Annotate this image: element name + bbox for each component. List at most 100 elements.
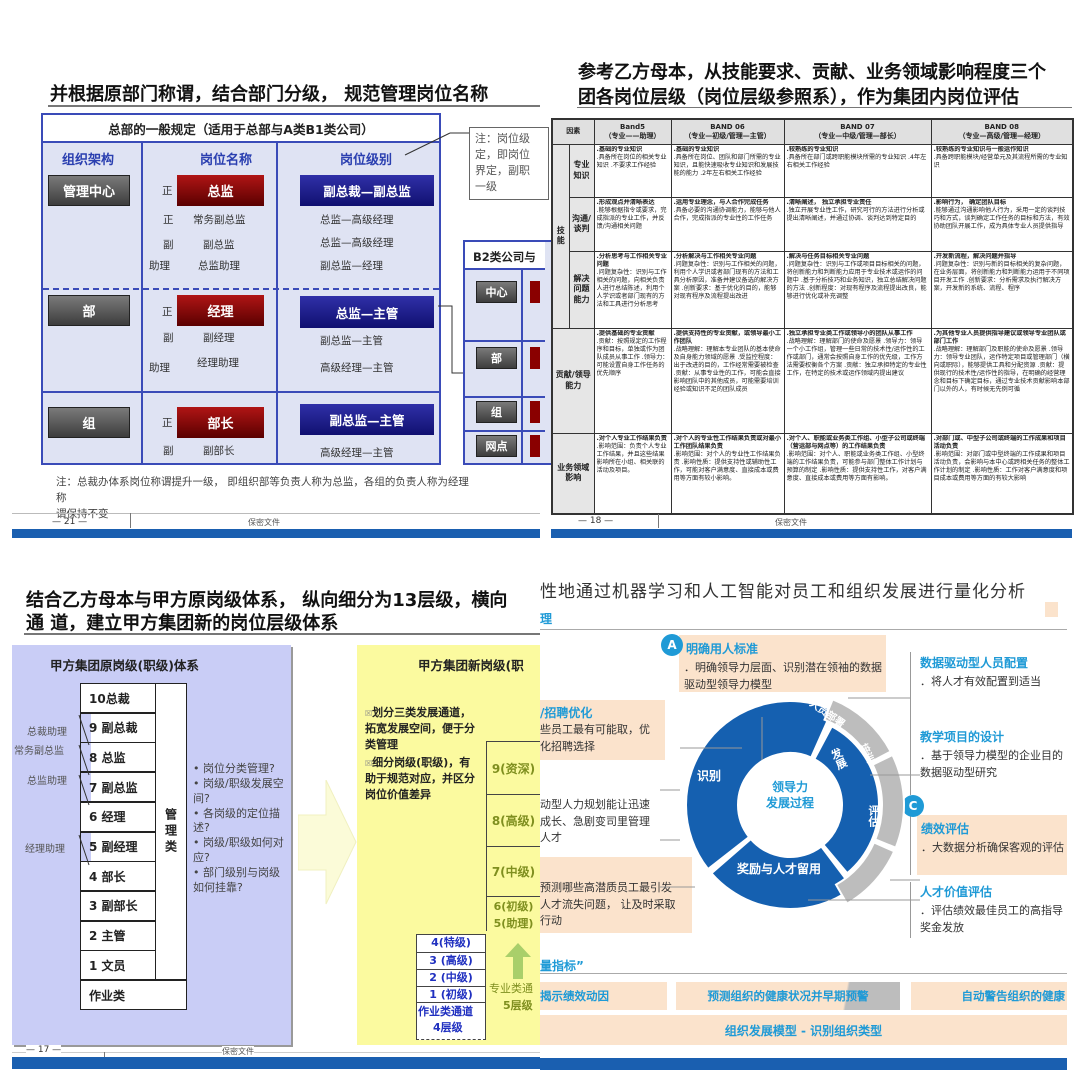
transition-arrow	[298, 780, 357, 905]
b2-org-box: 网点	[476, 435, 517, 457]
old-level-row: 5 副经理	[80, 831, 156, 862]
bracket-line	[910, 815, 911, 875]
point-text: 细分岗级(职级)，有助于规范对应，并区分岗位价值差异	[365, 755, 475, 801]
sub-position: 经理助理	[197, 357, 239, 369]
factor-label: 专业知识	[568, 143, 595, 198]
operations-category: 作业类	[80, 980, 187, 1010]
cell-lead: .提供支持性的专业贡献，或领导最小工作团队	[673, 329, 782, 345]
question-text: 各岗级的定位描述?	[193, 806, 280, 835]
band-cell: .对个人的专业性工作结果负责或对最小工作团队结果负责.影响范围：对个人的专业性工…	[670, 432, 785, 515]
up-arrow-icon	[505, 943, 531, 979]
metrics-label: 量指标”	[540, 959, 584, 973]
divider	[43, 391, 439, 393]
cell-lead: .基础的专业知识	[596, 145, 643, 153]
band-cell: .提供支持性的专业贡献，或领导最小工作团队.战略理解：理解本专业团队的基本使命及…	[670, 327, 785, 434]
checkbox-icon: ☒	[365, 758, 373, 768]
bracket-line	[910, 720, 911, 795]
bracket-line	[910, 652, 911, 740]
cell-body: .问题复杂性：识别与工作或项目目标相关的问题，将创新能力和判断能力应用于专业技术…	[786, 260, 927, 300]
old-level-row: 8 总监	[80, 742, 156, 773]
band-sub: （专业——助理）	[604, 131, 661, 140]
question-text: 部门级别与岗级如何挂靠?	[193, 865, 280, 894]
page-number: — 17 —	[26, 1045, 62, 1055]
footer-bar	[551, 529, 1072, 538]
factor-header: 因素	[551, 118, 595, 145]
band-name: BAND 07	[840, 122, 875, 131]
sub-level: 副总监—主管	[320, 335, 383, 347]
org-model-box: 组织发展模型 - 识别组织类型	[540, 1015, 1067, 1045]
segment-identify-label: 识别	[697, 769, 722, 783]
badge-a: A	[661, 634, 683, 656]
point-item: ☒划分三类发展通道，拓宽发展空间，便于分类管理	[365, 705, 475, 753]
page-number: — 18 —	[578, 516, 614, 526]
card-right-1-text: ．将人才有效配置到适当	[920, 675, 1041, 688]
cell-lead: .为其他专业人员提供指导建议或领导专业团队或部门工作	[933, 329, 1066, 345]
sub-position: 副部长	[203, 445, 235, 457]
band-name: Band5	[620, 122, 645, 131]
band-cell: .对个人、职能或业务类工作组、小型子公司或终端（营运部与网点等）的工作结果负责.…	[783, 432, 932, 515]
footer-bar	[12, 1057, 540, 1069]
divider	[521, 270, 523, 465]
band-cell: .提供基础的专业贡献.贡献：按照规定的工作程序和目标，单独或作为团队成员从事工作…	[593, 327, 672, 434]
sub-level: 总监—高级经理	[320, 214, 394, 226]
divider	[43, 288, 439, 290]
cell-lead: .独立承担专业类工作或领导小的团队从事工作	[786, 329, 913, 337]
band-cell: .分析解决与工作相关专业问题.问题复杂性：识别与工作相关的问题，利用个人学识或者…	[670, 250, 785, 329]
org-box: 管理中心	[48, 175, 130, 206]
col-header-title: 岗位名称	[200, 153, 253, 168]
b2-position-box	[530, 281, 540, 303]
cell-body: .影响范围：对个人、职能或业务类工作组、小型终端的工作结果负责，可能参与部门整体…	[786, 450, 927, 482]
note-line: 一级	[475, 179, 497, 193]
prefix: 副	[163, 332, 174, 344]
segment-identify	[685, 700, 834, 871]
level-box: 副总监—主管	[300, 404, 434, 435]
b2-position-box	[530, 435, 540, 457]
side-label: 常务副总监	[14, 746, 64, 757]
cell-lead: .基础的专业知识	[673, 145, 720, 153]
slide-title: 并根据原部门称谓，结合部门分级， 规范管理岗位名称	[50, 84, 489, 105]
prof-level: 6(初级)	[487, 896, 540, 914]
center-line-1: 领导力	[771, 780, 808, 794]
card-a-text: ．明确领导力层面、识别潜在领袖的数据驱动型领导力模型	[684, 661, 882, 691]
band-cell: .影响行为， 确定团队目标.能够通过沟通影响他人行为，采用一定的谈判技巧和方式，…	[930, 196, 1074, 252]
band-cell: .基础的专业知识.具备所在岗位的相关专业知识 .不要求工作经验	[593, 143, 672, 198]
old-level-row: 7 副总监	[80, 772, 156, 803]
table-row: 解决问题能力.分析思考与工作相关专业问题.问题复杂性：识别与工作相关的问题，向相…	[552, 250, 1074, 329]
card-left-3	[540, 857, 692, 933]
segment-evaluate-label: 评估	[867, 805, 880, 827]
band-cell: .独立承担专业类工作或领导小的团队从事工作.战略理解：理解部门的使命及愿景 .领…	[783, 327, 932, 434]
prof-level: 5(助理)	[493, 916, 534, 930]
question-text: 岗位分类管理?	[203, 762, 275, 775]
ops-channel-label: 作业类通道	[418, 1005, 473, 1018]
table-header-row: 因素 Band5（专业——助理） BAND 06（专业—初级/管理—主管） BA…	[551, 118, 1074, 145]
old-level-row: 10总裁	[80, 683, 156, 713]
band-cell: .对部门或、中型子公司或终端的工作成果和项目活动负责.影响范围：对部门或中型终端…	[930, 432, 1074, 515]
cell-lead: .对个人的专业性工作结果负责或对最小工作团队结果负责	[673, 434, 782, 450]
title-rule	[577, 107, 1072, 108]
factor-label: 业务领域影响	[551, 432, 595, 515]
connector-lines	[660, 697, 920, 901]
ops-level: 4(特级)	[431, 936, 471, 949]
level-box: 总监—主管	[300, 296, 434, 328]
management-category: 管理类	[155, 683, 187, 980]
segment-deploy	[823, 697, 893, 764]
prof-level: 7(中级)	[487, 846, 540, 896]
band-cell: .运用专业理念，与人合作完成任务.具备必要的沟通协调能力，能够与他人合作，完成指…	[670, 196, 785, 252]
question-item: • 岗级/职级发展空间?	[193, 776, 284, 805]
old-level-row: 1 文员	[80, 950, 156, 981]
band-cell: .解决与任务目标相关专业问题.问题复杂性：识别与工作或项目目标相关的问题，将创新…	[783, 250, 932, 329]
cell-body: .具备所在岗位、团队和部门所需的专业知识，且能快速吸收专业知识和发展技能的能力 …	[673, 153, 781, 177]
title-rule	[48, 105, 540, 107]
band-sub: （专业—初级/管理—主管）	[684, 131, 771, 140]
card-right-2-title: 教学项目的设计	[920, 730, 1005, 744]
footer-bar	[12, 529, 540, 538]
cell-lead: .对个人专业工作结果负责	[596, 434, 667, 442]
note-line: 界定，副职	[475, 163, 530, 177]
prefix: 正	[163, 214, 174, 226]
cell-body: .具备所在岗位的相关专业知识 .不要求工作经验	[596, 153, 667, 169]
sub-position: 总监助理	[198, 260, 240, 272]
note-pointer	[404, 132, 470, 156]
center-line-2: 发展过程	[765, 795, 814, 810]
operations-levels: 4(特级) 3 (高级) 2 (中级) 1 (初级)	[416, 934, 486, 1040]
prof-level: 8(高级)	[487, 794, 540, 846]
